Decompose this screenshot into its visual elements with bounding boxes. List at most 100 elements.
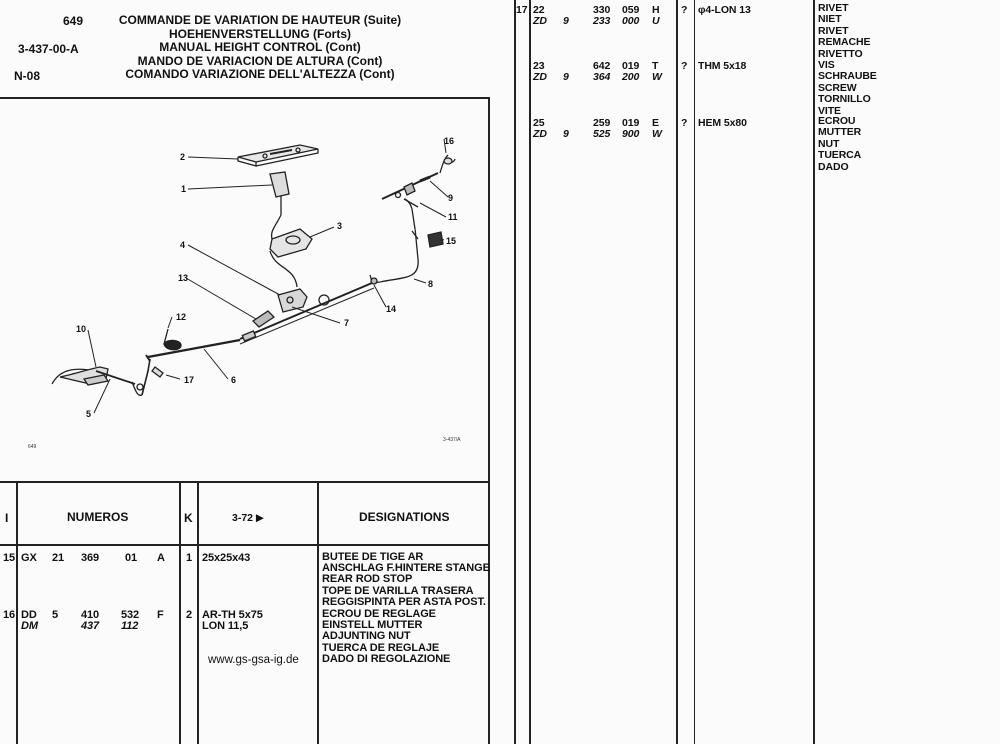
rrow2-spec: THM 5x18 [698,60,747,72]
rrow3-b: 259 [593,117,611,129]
rrow3-spec: HEM 5x80 [698,117,747,129]
th-i: I [5,511,9,525]
rrow1-x2: 9 [563,15,569,27]
title-de: HOEHENVERSTELLUNG (Forts) [168,26,351,41]
part-2-plate [237,144,319,167]
col-line-i [16,481,18,744]
rrow2-c2: 200 [622,71,640,83]
diagram-right-border [488,97,490,744]
title-fr: COMMANDE DE VARIATION DE HAUTEUR (Suite) [118,13,402,27]
rrow2-b: 642 [593,60,611,72]
part-10-5-assembly [51,358,164,396]
right-col-line-3 [676,0,678,744]
diagram-corner-left: 649 [28,444,37,450]
row15-b: 369 [81,552,100,564]
diagram-top-border [0,97,490,99]
table-top-border [0,481,490,483]
rrow1-c2: 000 [622,15,640,27]
rrow2-d: T [652,60,659,72]
rrow1-b: 330 [593,4,611,16]
rrow2-a2: ZD [533,71,547,83]
row16-prefix2: DM [21,620,38,632]
diagram-corner-right: 3-437/A [443,437,461,443]
callout-15: 15 [446,236,456,246]
rrow3-c: 019 [622,117,640,129]
th-k: K [184,511,193,525]
callout-1: 1 [181,184,186,194]
row16-designations: ECROU DE REGLAGE EINSTELL MUTTER ADJUNTI… [322,608,451,665]
rrow1-d2: U [652,15,660,27]
part-9-11-16-assembly [381,154,456,208]
row16-k: 2 [186,609,193,621]
rrow3-d2: W [652,128,662,140]
table-header-border [0,544,490,546]
right-col-line-1 [514,0,516,744]
row16-prefix: DD [21,609,37,621]
callout-14: 14 [386,304,396,314]
rrow1-spec: φ4-LON 13 [698,4,751,16]
col-line-date [317,481,319,744]
rrow1-k: ? [681,4,688,16]
rrow1-a: 22 [533,4,545,16]
ref-code: 3-437-00-A [18,42,79,56]
right-col-line-5 [813,0,815,744]
part-3-cover [269,214,313,258]
row16-a: 5 [52,609,59,621]
right-col-line-4 [694,0,696,744]
row16-b: 410 [81,609,100,621]
row16-b2: 437 [81,620,100,632]
rrow3-c2: 900 [622,128,640,140]
col-line-k [197,481,199,744]
rrow3-b2: 525 [593,128,611,140]
rrow1-i: 17 [516,4,528,16]
callout-5: 5 [86,409,91,419]
row16-c2: 112 [121,620,139,632]
callout-13: 13 [178,273,188,283]
part-6-rod [145,330,257,362]
rrow1-designations: RIVET NIET RIVET REMACHE RIVETTO [818,2,871,60]
callout-11: 11 [448,212,458,222]
callout-6: 6 [231,375,236,385]
part-4-cable [269,250,298,288]
rrow2-designations: VIS SCHRAUBE SCREW TORNILLO VITE [818,59,877,117]
callout-2: 2 [180,152,185,162]
callout-4: 4 [180,240,185,250]
callout-16: 16 [444,136,454,146]
watermark: www.gs-gsa-ig.de [208,654,299,666]
row16-d: F [157,609,164,621]
callout-17: 17 [184,375,194,385]
callout-10: 10 [76,324,86,334]
th-designations: DESIGNATIONS [359,510,450,524]
title-es: MANDO DE VARIACION DE ALTURA (Cont) [137,53,383,68]
row15-i: 15 [3,552,16,564]
th-date: 3-72 ▶ [232,512,265,524]
title-en: MANUAL HEIGHT CONTROL (Cont) [159,40,361,55]
rrow3-x2: 9 [563,128,569,140]
rrow3-a: 25 [533,117,545,129]
rrow2-x2: 9 [563,71,569,83]
callout-12: 12 [176,312,186,322]
row16-spec1: AR-TH 5x75 [202,609,263,621]
part-13-bracket [277,288,330,313]
parts-diagram: 1 2 3 4 5 6 7 8 9 10 11 12 13 14 15 16 1… [28,136,461,450]
row15-c: 01 [125,552,138,564]
callout-8: 8 [428,279,433,289]
th-numeros: NUMEROS [67,510,129,524]
row16-c: 532 [121,609,140,621]
row15-prefix: GX [21,552,37,564]
row15-d: A [157,552,165,564]
part-15-stop [411,230,444,248]
rrow2-b2: 364 [593,71,611,83]
rrow2-a: 23 [533,60,545,72]
callout-3: 3 [337,221,342,231]
rrow3-d: E [652,117,659,129]
section-code: N-08 [14,69,41,83]
page-number: 649 [63,14,84,28]
rrow3-a2: ZD [533,128,547,140]
rrow3-designations: ECROU MUTTER NUT TUERCA DADO [818,115,862,173]
part-1-knob [269,171,290,215]
title-it: COMANDO VARIAZIONE DELL'ALTEZZA (Cont) [125,67,395,82]
rrow2-c: 019 [622,60,640,72]
row16-spec2: LON 11,5 [202,620,249,632]
col-line-numeros [179,481,181,744]
